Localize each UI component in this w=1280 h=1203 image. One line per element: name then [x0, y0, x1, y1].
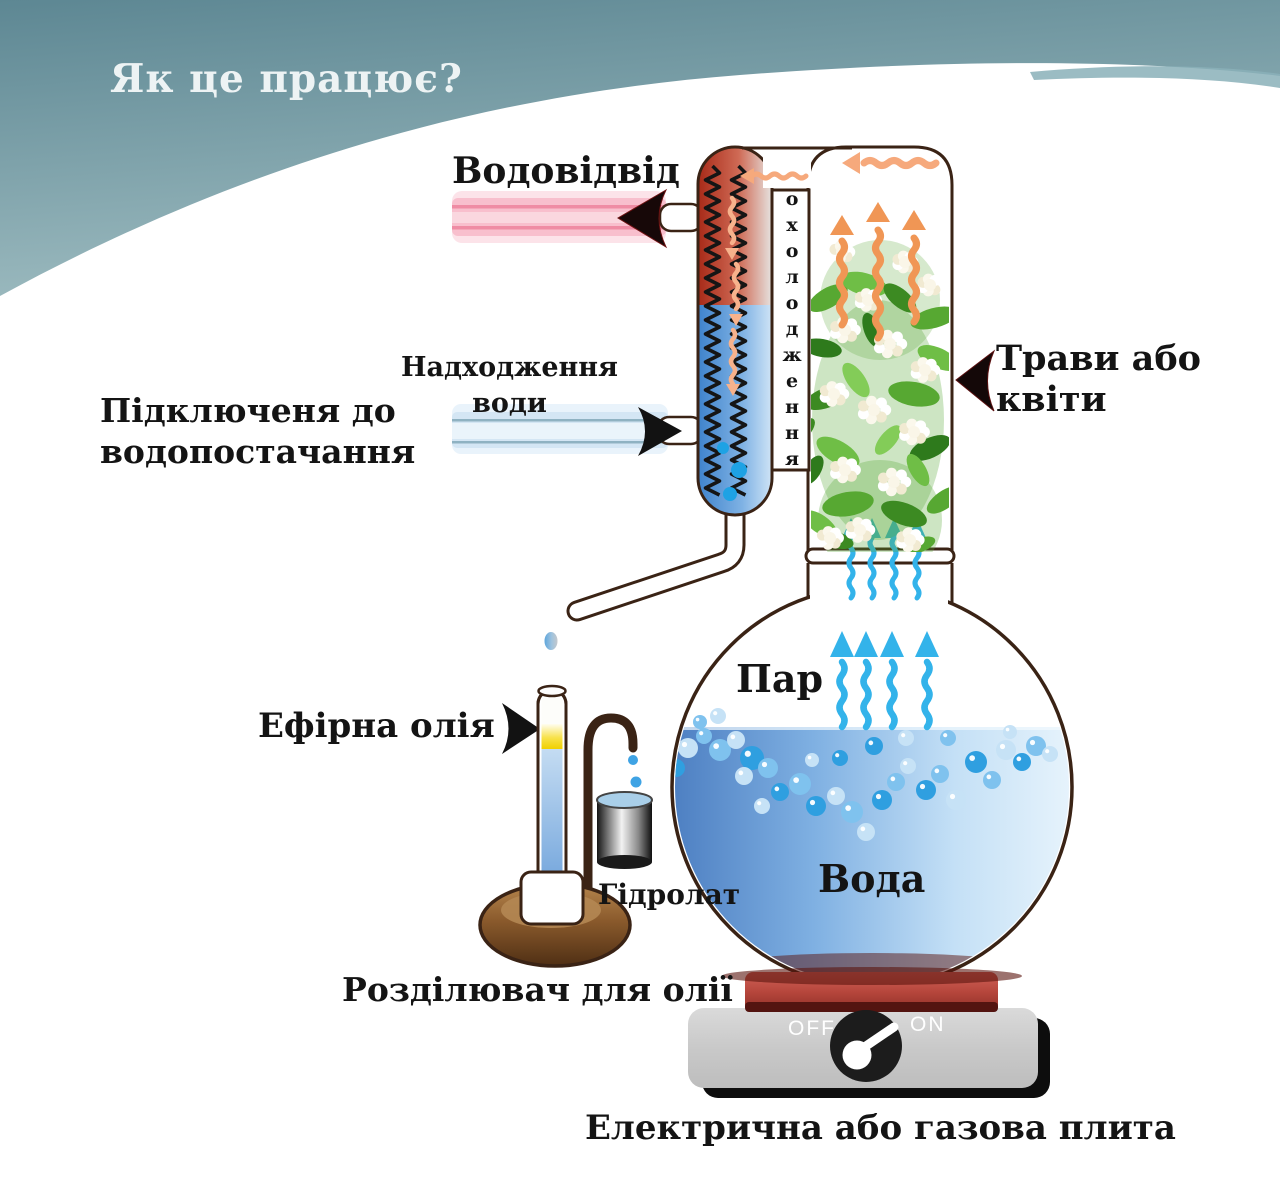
tube-opening	[537, 684, 567, 698]
hydrolat-tube	[571, 713, 638, 898]
power-knob	[830, 1010, 902, 1082]
stove-on-label: ON	[910, 1013, 946, 1036]
hydrolat-drop	[630, 776, 642, 788]
tube-holder	[519, 870, 585, 926]
essential-oil-label: Ефірна олія	[258, 706, 495, 746]
hydrolat-label: Гідролат	[598, 878, 741, 911]
oil-separator	[478, 684, 653, 968]
condensate-drops	[717, 442, 747, 501]
water-label: Вода	[818, 856, 926, 901]
outlet-tube	[566, 487, 746, 622]
stove	[688, 967, 1050, 1098]
water-supply-label: Підключеня до водопостачання	[100, 391, 416, 472]
herb-arrows	[830, 152, 940, 342]
condenser	[696, 145, 774, 517]
herbs-label: Трави або квіти	[996, 338, 1202, 421]
drain-arrow-icon	[617, 188, 668, 249]
bubbles	[675, 708, 1058, 841]
hydrolat-cup	[596, 791, 653, 869]
falling-drop	[544, 632, 558, 650]
herbs-pointer-icon	[955, 349, 996, 412]
stove-off-label: OFF	[788, 1017, 836, 1040]
drain-pipe	[452, 191, 704, 243]
supply-arrow-icon	[638, 407, 682, 456]
drain-label: Водовідвід	[452, 150, 680, 192]
oil-test-tube	[536, 688, 568, 887]
condenser-arrows	[725, 195, 743, 396]
cooling-duct	[742, 146, 852, 188]
steam-arrows-flask	[830, 631, 939, 731]
cooling-column	[770, 188, 811, 472]
duct-arrow	[740, 168, 809, 184]
page-title: Як це працює?	[110, 56, 463, 102]
steam-label: Пар	[736, 656, 824, 701]
oil-pointer-icon	[502, 703, 540, 754]
oil-separator-label: Розділювач для олії	[342, 970, 733, 1009]
hydrolat-drop	[628, 755, 638, 765]
cooling-label: охолодження	[781, 188, 804, 474]
water-inlet-label: Надходження води	[400, 352, 618, 420]
stove-label: Електрична або газова плита	[585, 1108, 1176, 1148]
